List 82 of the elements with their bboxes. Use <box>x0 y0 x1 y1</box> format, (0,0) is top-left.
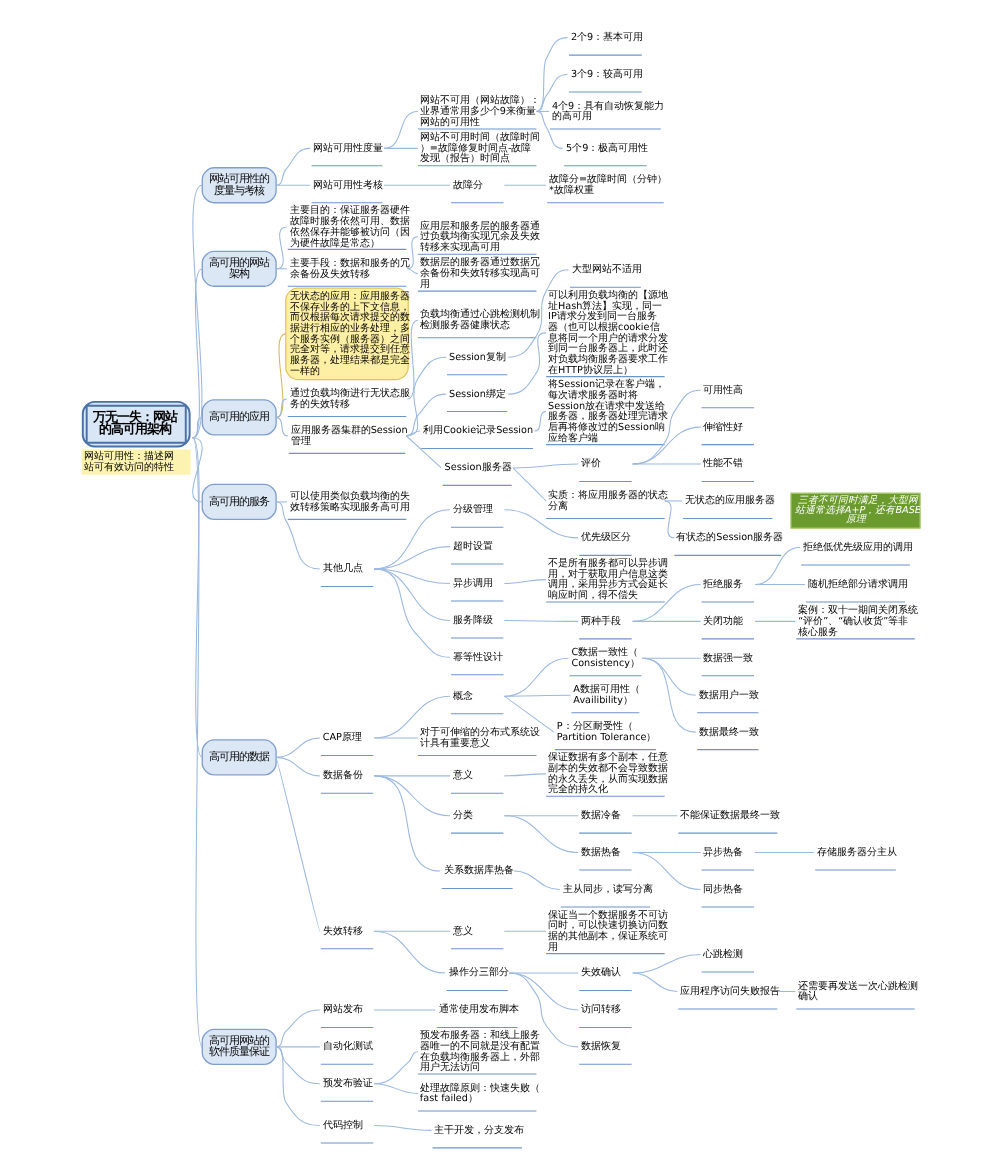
connector <box>508 972 579 974</box>
connector <box>503 773 547 777</box>
connector <box>503 657 569 697</box>
connector <box>275 268 288 270</box>
connector <box>192 416 203 439</box>
connector <box>373 546 451 570</box>
connector <box>383 184 451 186</box>
connector <box>503 930 547 932</box>
connector <box>275 416 289 437</box>
connector <box>275 756 321 777</box>
connector <box>275 1046 321 1127</box>
connector <box>275 501 321 570</box>
connector <box>373 1009 436 1011</box>
connector <box>373 775 441 872</box>
connector <box>632 954 702 974</box>
connector <box>754 583 806 586</box>
connector <box>508 972 579 1048</box>
connector <box>275 1009 321 1048</box>
connector <box>503 815 579 854</box>
connector <box>275 398 288 418</box>
connector <box>373 568 451 621</box>
connector <box>275 737 321 758</box>
connector <box>373 509 451 570</box>
connector <box>507 332 547 395</box>
connector <box>641 657 697 733</box>
connector <box>754 620 796 622</box>
connector <box>503 509 579 539</box>
connector <box>373 775 451 777</box>
connector <box>632 620 702 622</box>
connector <box>405 393 447 437</box>
connector <box>632 426 702 465</box>
connector <box>373 930 446 974</box>
connector <box>275 501 288 503</box>
connector <box>373 568 451 585</box>
connector <box>373 737 419 739</box>
connector <box>754 547 801 586</box>
connector <box>777 990 796 993</box>
connector <box>192 184 203 439</box>
connector <box>275 1046 321 1048</box>
connector <box>275 1046 321 1085</box>
connector <box>405 430 421 437</box>
connector <box>373 695 451 739</box>
connector <box>503 694 571 697</box>
connector <box>373 1083 419 1094</box>
connector <box>632 852 702 891</box>
connector <box>275 756 321 932</box>
connector <box>275 333 287 418</box>
connector <box>383 147 419 149</box>
connector <box>503 579 547 585</box>
connector <box>406 268 419 275</box>
connector <box>275 226 288 270</box>
connector <box>373 1125 433 1131</box>
connector <box>632 389 702 465</box>
connector <box>405 356 447 437</box>
connector <box>507 269 569 358</box>
connector <box>373 775 451 817</box>
connector <box>406 319 419 400</box>
connector <box>754 852 815 854</box>
connector <box>275 184 311 186</box>
connector <box>632 463 702 465</box>
connector <box>513 870 561 891</box>
connector <box>383 110 419 149</box>
connector <box>512 467 547 502</box>
connector <box>503 184 547 186</box>
connector <box>192 268 203 439</box>
connector <box>503 619 579 622</box>
connector <box>373 568 451 658</box>
connector <box>192 437 203 503</box>
connector <box>632 815 678 817</box>
connector <box>508 972 579 1011</box>
connector <box>405 435 442 469</box>
connector <box>664 500 675 539</box>
connector <box>632 583 702 622</box>
connector <box>512 463 579 469</box>
connector <box>533 411 547 432</box>
connector <box>406 236 419 270</box>
connector <box>632 972 678 993</box>
connector <box>192 437 203 1048</box>
connector <box>503 695 555 733</box>
connector <box>275 147 311 186</box>
connector <box>664 500 683 502</box>
connector <box>192 437 203 758</box>
